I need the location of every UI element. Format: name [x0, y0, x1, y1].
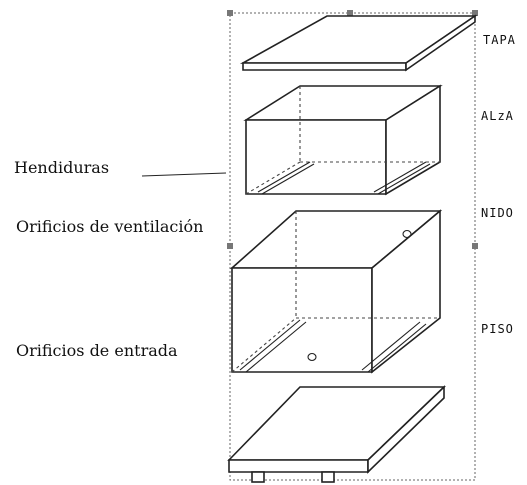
frame-handle-middle-right[interactable] — [472, 243, 478, 249]
frame-handle-middle-left[interactable] — [227, 243, 233, 249]
hendiduras-leader-line — [141, 172, 227, 177]
entrance-hole — [307, 352, 317, 362]
floor-foot — [251, 471, 265, 483]
floor-foot — [321, 471, 335, 483]
label-nido: NIDO — [481, 206, 514, 220]
label-alza: ALzA — [481, 109, 514, 123]
alza-super — [243, 84, 443, 196]
label-piso: PISO — [481, 322, 514, 336]
frame-handle-top-right[interactable] — [472, 10, 478, 16]
selection-frame[interactable] — [227, 10, 478, 481]
label-hendiduras: Hendiduras — [14, 158, 110, 177]
nido-brood-box — [229, 209, 443, 374]
label-orificios-entrada: Orificios de entrada — [16, 341, 178, 360]
ventilation-hole — [402, 229, 412, 239]
frame-handle-top-left[interactable] — [227, 10, 233, 16]
piso-floor — [227, 385, 446, 483]
alza-slot — [257, 161, 311, 193]
tapa-lid — [239, 14, 478, 72]
frame-handle-top-center[interactable] — [347, 10, 353, 16]
label-orificios-ventilacion: Orificios de ventilación — [16, 217, 204, 236]
label-tapa: TAPA — [483, 33, 516, 47]
